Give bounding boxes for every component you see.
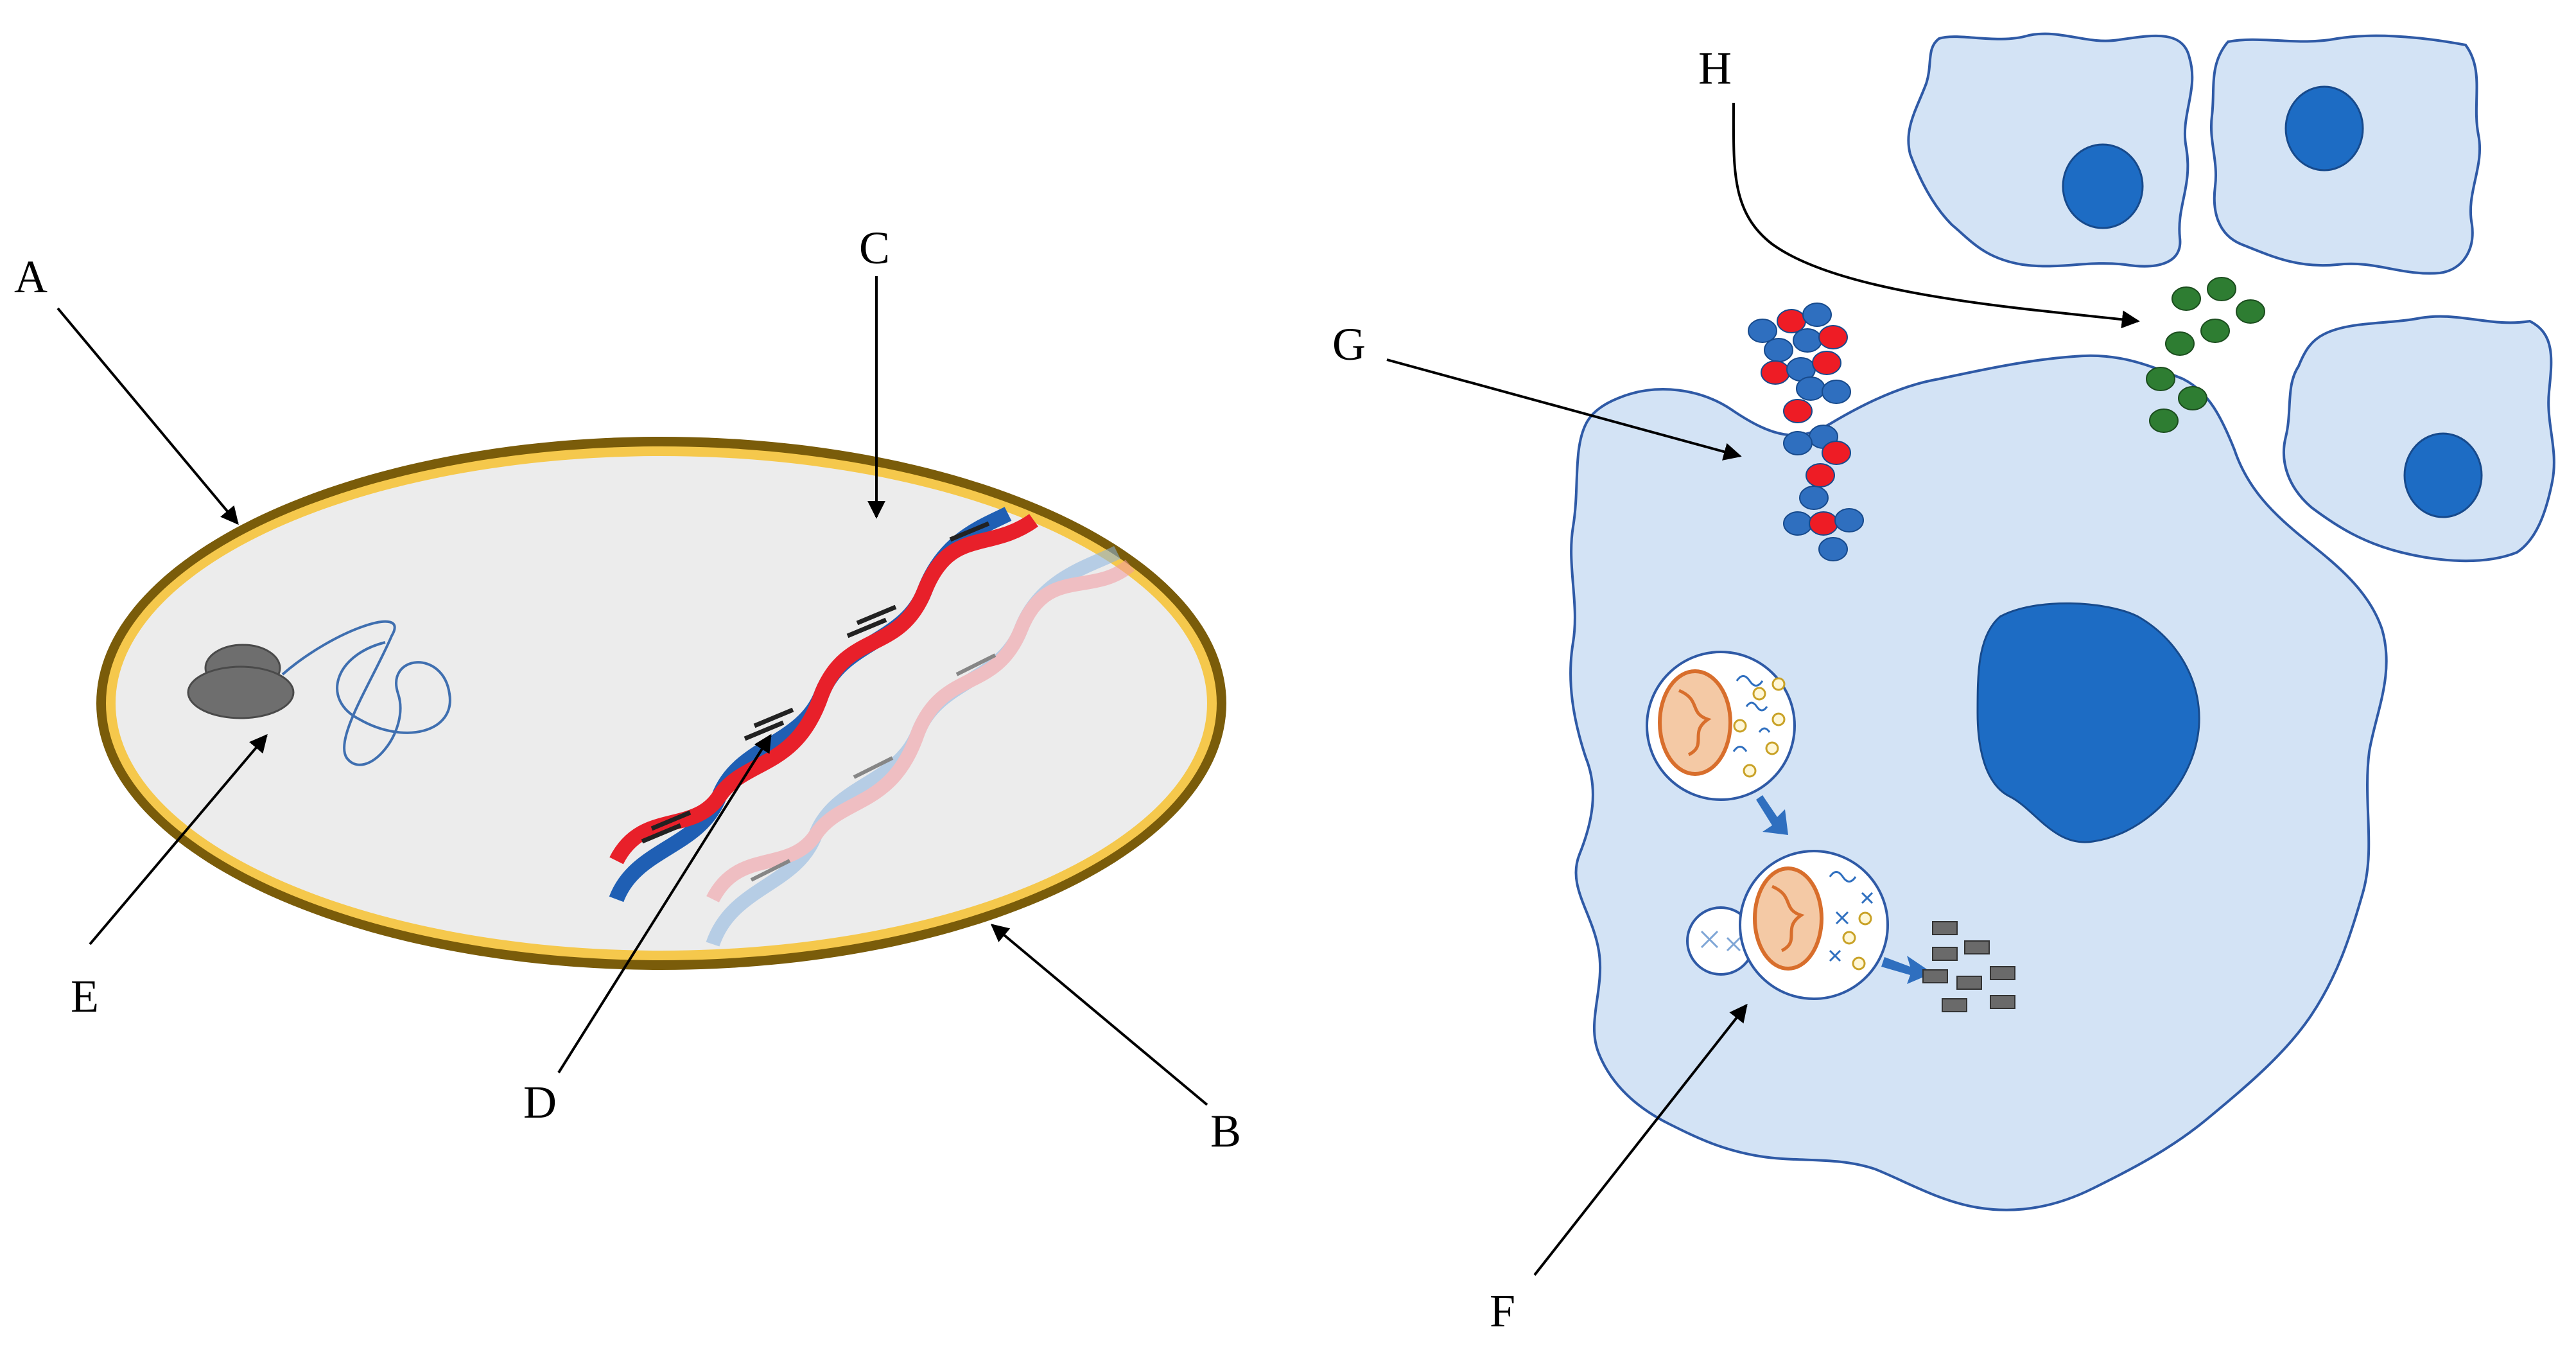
nucleus-3 — [2403, 432, 2483, 518]
label-f: F — [1490, 1285, 1515, 1337]
ribosome-with-mrna — [187, 620, 451, 766]
mrna-strand — [281, 620, 451, 766]
arrow-a — [57, 307, 239, 525]
dna-strand-red — [609, 514, 1038, 865]
autolysosome — [1686, 850, 1889, 1000]
labels: A B C D E F G H — [14, 42, 1732, 1337]
phagocytosed-particles — [1748, 303, 1864, 561]
label-h: H — [1698, 42, 1732, 94]
mitochondrion-2 — [1753, 866, 1823, 971]
label-g: G — [1332, 319, 1366, 370]
label-arrows-left — [57, 276, 1208, 1106]
autophagy-arrow-1 — [1756, 795, 1788, 835]
macrophage-nucleus — [1976, 602, 2200, 843]
arrow-g — [1386, 358, 1742, 461]
label-c: C — [859, 222, 890, 274]
label-arrows-right — [1386, 102, 2140, 1276]
degradation-products — [1922, 921, 2015, 1012]
mitochondrion-1 — [1658, 669, 1732, 776]
dna-base-pairs — [641, 521, 990, 844]
label-b: B — [1210, 1105, 1241, 1157]
secreted-particles — [2146, 277, 2265, 433]
label-a: A — [14, 251, 48, 303]
arrow-b — [990, 924, 1208, 1106]
dna-helix-faded — [706, 546, 1135, 947]
neighbor-cell-2 — [2210, 34, 2482, 275]
label-e: E — [71, 971, 99, 1022]
arrow-e — [89, 734, 268, 945]
ribosome-large-subunit — [187, 665, 295, 719]
autophagy-arrow-2 — [1881, 956, 1933, 984]
label-d: D — [523, 1077, 557, 1128]
nucleus-2 — [2284, 85, 2364, 171]
autophagosome — [1646, 651, 1796, 801]
arrow-f — [1533, 1003, 1748, 1276]
macrophage-cell — [1569, 354, 2388, 1211]
nucleus-1 — [2062, 143, 2144, 229]
dna-helix — [609, 507, 1038, 902]
arrow-d — [557, 734, 772, 1074]
arrow-h — [1732, 102, 2140, 329]
neighbor-cell-1 — [1907, 32, 2194, 268]
neighbor-cell-3 — [2283, 315, 2555, 563]
